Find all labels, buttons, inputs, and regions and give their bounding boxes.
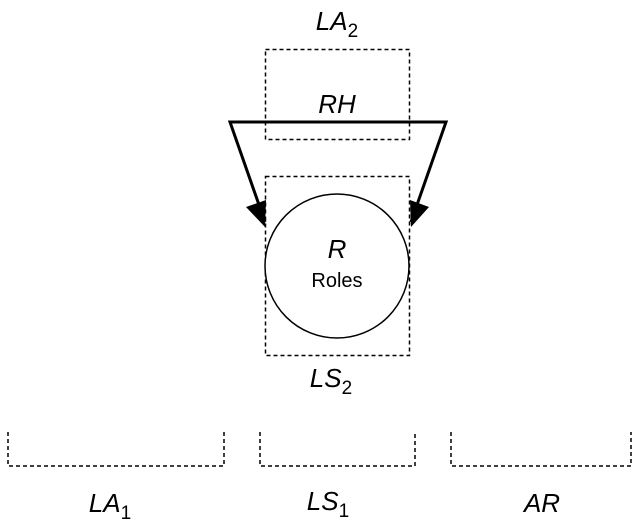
la2-label-main: LA: [316, 6, 348, 36]
rh-right-arrowhead: [410, 200, 429, 227]
rh-left-arrowhead: [246, 200, 266, 227]
roles-symbol: R: [328, 234, 347, 264]
roles-circle: [264, 193, 410, 339]
la1-label-main: LA: [89, 488, 121, 518]
ar-bracket: [450, 432, 632, 467]
ls2-label-subscript: 2: [342, 378, 353, 399]
la1-label-subscript: 1: [121, 503, 132, 524]
ar-label: AR: [522, 488, 560, 518]
ls1-label-subscript: 1: [339, 501, 350, 522]
rh-hierarchy-bracket: [227, 120, 449, 223]
la1-label: LA1: [89, 488, 131, 524]
ls2-label-main: LS: [310, 363, 342, 393]
la2-dashed-box: [264, 48, 411, 141]
ls2-label: LS2: [310, 363, 352, 399]
la2-label-subscript: 2: [348, 21, 359, 42]
la1-bracket: [7, 432, 225, 467]
roles-text: Roles: [311, 270, 362, 292]
rh-label: RH: [318, 89, 356, 119]
la2-label: LA2: [316, 6, 358, 42]
ls1-label: LS1: [307, 486, 349, 522]
ls1-bracket: [259, 432, 416, 467]
ls1-label-main: LS: [307, 486, 339, 516]
